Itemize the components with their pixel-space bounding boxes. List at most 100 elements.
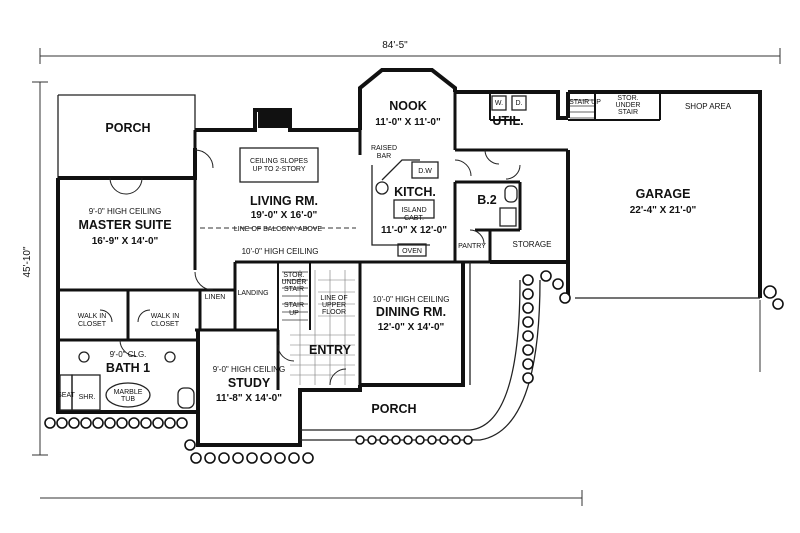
label-bath: BATH 1 xyxy=(106,361,150,375)
label-line: ENTRY xyxy=(309,343,352,357)
label-living: LIVING RM. xyxy=(250,194,318,208)
fireplace xyxy=(258,112,288,128)
label-line: FLOOR xyxy=(322,309,346,316)
label-stair-up-garage: STAIR UP xyxy=(569,99,601,106)
label-line: STAIR xyxy=(284,286,304,293)
front-porch-outline xyxy=(300,262,541,441)
label-entry: ENTRY xyxy=(309,343,352,357)
label-line: 11'-0" X 11'-0" xyxy=(375,117,441,128)
label-nook: NOOK xyxy=(389,99,427,113)
label-porch-back: PORCH xyxy=(105,121,150,135)
label-master-suite: MASTER SUITE xyxy=(78,218,171,232)
label-line: OVEN xyxy=(402,248,422,255)
label-garage-size: 22'-4" X 21'-0" xyxy=(630,205,697,216)
label-dryer: D. xyxy=(516,100,523,107)
label-line: 22'-4" X 21'-0" xyxy=(630,205,697,216)
label-oven: OVEN xyxy=(402,248,422,255)
label-porch-front: PORCH xyxy=(371,402,416,416)
label-line: LINE OF BALCONY ABOVE xyxy=(234,226,323,233)
door-swings xyxy=(99,149,521,386)
label-b2: B.2 xyxy=(477,193,497,207)
label-line: CEILING SLOPES xyxy=(250,158,308,165)
label-line: STOR. xyxy=(617,95,638,102)
label-line: 19'-0" X 16'-0" xyxy=(251,210,318,221)
interior-walls xyxy=(58,92,661,390)
label-line: LINEN xyxy=(205,294,226,301)
label-pantry: PANTRY xyxy=(458,243,486,250)
label-line: UNDER xyxy=(616,102,641,109)
label-study: STUDY xyxy=(228,376,271,390)
label-dining: DINING RM. xyxy=(376,305,446,319)
label-shop-area: SHOP AREA xyxy=(685,102,732,111)
label-line: DINING RM. xyxy=(376,305,446,319)
label-dining-size: 12'-0" X 14'-0" xyxy=(378,322,445,333)
label-line: W. xyxy=(495,100,503,107)
label-garage: GARAGE xyxy=(636,187,691,201)
label-dining-note: 10'-0" HIGH CEILING xyxy=(373,295,450,304)
label-line: TUB xyxy=(121,396,135,403)
label-storage: STORAGE xyxy=(513,240,552,249)
label-line: B.2 xyxy=(477,193,497,207)
label-line: STAIR xyxy=(284,302,304,309)
label-line: RAISED xyxy=(371,145,397,152)
label-living-note: 10'-0" HIGH CEILING xyxy=(242,247,319,256)
garage-stair xyxy=(570,99,594,119)
exterior-walls xyxy=(56,68,762,447)
label-line: 12'-0" X 14'-0" xyxy=(378,322,445,333)
label-line: 9'-0" CLG. xyxy=(110,350,147,359)
label-nook-size: 11'-0" X 11'-0" xyxy=(375,117,441,128)
label-line: STORAGE xyxy=(513,240,552,249)
label-line: CABT. xyxy=(404,215,424,222)
label-balcony: LINE OF BALCONY ABOVE xyxy=(234,226,323,233)
label-study-note: 9'-0" HIGH CEILING xyxy=(213,365,285,374)
label-line: 10'-0" HIGH CEILING xyxy=(373,295,450,304)
label-line: STAIR xyxy=(618,109,638,116)
label-line: UNDER xyxy=(282,279,307,286)
label-line: PORCH xyxy=(371,402,416,416)
label-study-size: 11'-8" X 14'-0" xyxy=(216,393,282,404)
label-line: SHR. xyxy=(79,394,96,401)
label-line: LIVING RM. xyxy=(250,194,318,208)
label-line: D. xyxy=(516,100,523,107)
label-util: UTIL. xyxy=(492,114,523,128)
label-line: STOR. xyxy=(283,272,304,279)
label-line: BAR xyxy=(377,153,391,160)
label-line: KITCH. xyxy=(394,185,436,199)
utility-fixtures xyxy=(491,95,527,227)
label-kitchen-size: 11'-0" X 12'-0" xyxy=(381,225,447,236)
label-line: NOOK xyxy=(389,99,427,113)
label-line: UP xyxy=(289,310,299,317)
label-line: UP TO 2-STORY xyxy=(252,166,305,173)
interior-stair xyxy=(282,271,308,321)
label-line: 9'-0" HIGH CEILING xyxy=(213,365,285,374)
label-line: WALK IN xyxy=(78,313,107,320)
label-line: STAIR UP xyxy=(569,99,601,106)
label-washer: W. xyxy=(495,100,503,107)
label-line: 10'-0" HIGH CEILING xyxy=(242,247,319,256)
label-line: 16'-9" X 14'-0" xyxy=(92,236,159,247)
label-line: 9'-0" HIGH CEILING xyxy=(89,207,161,216)
label-landing: LANDING xyxy=(237,290,268,297)
label-line: BATH 1 xyxy=(106,361,150,375)
label-master-suite-size: 16'-9" X 14'-0" xyxy=(92,236,159,247)
label-dw: D.W xyxy=(418,168,432,175)
label-line: UPPER xyxy=(322,302,346,309)
label-kitchen: KITCH. xyxy=(394,185,436,199)
width-dimension: 84'-5" xyxy=(382,40,408,51)
ceiling-slopes-box xyxy=(239,147,319,183)
label-line: 11'-8" X 14'-0" xyxy=(216,393,282,404)
kitchen-counters xyxy=(371,159,439,257)
label-line: CLOSET xyxy=(78,321,107,328)
dimension-lines xyxy=(32,48,781,506)
label-line: MARBLE xyxy=(114,389,143,396)
label-line: GARAGE xyxy=(636,187,691,201)
